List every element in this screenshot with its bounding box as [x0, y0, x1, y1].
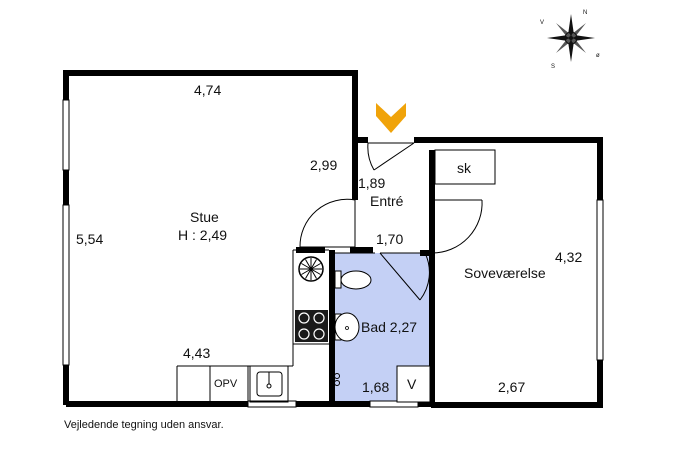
fan-blade [305, 259, 312, 270]
sink-outer [249, 365, 289, 403]
sink-drain-icon [266, 383, 272, 389]
compass-s: S [551, 64, 555, 70]
kitchen [209, 256, 328, 403]
fan-blade [310, 268, 321, 275]
dim-entre-width: 1,89 [358, 175, 385, 191]
stove-burner-icon [298, 328, 310, 340]
dishwasher-box [209, 365, 249, 403]
stove-burner-icon [313, 328, 325, 340]
window-stue-left-lower [62, 204, 70, 366]
dim-hall-width: 1,70 [376, 231, 403, 247]
dim-stue-left: 5,54 [76, 231, 103, 247]
fan-blade [301, 268, 312, 275]
doors [299, 142, 483, 301]
shower-tap-icon [334, 380, 340, 386]
room-stue-name: Stue [190, 209, 219, 225]
washer-label: V [407, 376, 417, 392]
bath-sink-drain-icon [345, 326, 349, 330]
room-stue-height: H : 2,49 [178, 227, 227, 243]
window-sove-right [596, 199, 604, 361]
room-entre-name: Entré [370, 193, 404, 209]
dishwasher-label: OPV [214, 378, 238, 390]
dim-kitchen-width: 4,43 [183, 345, 210, 361]
window-stue-left-upper [62, 99, 70, 171]
stove-burner-icon [298, 312, 310, 324]
fan-blade [305, 268, 312, 279]
stove [295, 310, 328, 342]
walls [63, 70, 603, 408]
compass-v: V [540, 20, 544, 26]
fan-icon [298, 256, 324, 282]
room-bad-name: Bad 2,27 [361, 319, 417, 335]
dim-sove-bottom: 2,67 [498, 379, 525, 395]
bath-sink-bowl [334, 312, 360, 342]
dim-entre-right: 2,99 [310, 157, 337, 173]
door-stue [299, 198, 356, 248]
room-sove-name: Soveværelse [464, 265, 546, 281]
dim-stue-top: 4,74 [194, 82, 221, 98]
toilet-bowl [340, 270, 372, 290]
compass-rose-icon [547, 14, 595, 62]
windows [62, 99, 604, 408]
washer-box [396, 365, 431, 403]
dim-bad-width: 1,68 [362, 379, 389, 395]
compass-o: ø [596, 53, 600, 59]
toilet-tank [334, 270, 342, 289]
bathroom-fixtures [334, 270, 431, 403]
compass-n: N [583, 10, 587, 16]
wardrobe-label: sk [457, 160, 472, 176]
stove-burner-icon [313, 312, 325, 324]
fan-blade [301, 263, 312, 270]
entrance-arrow-icon [376, 103, 406, 133]
fan-blade [310, 259, 317, 270]
door-bath [379, 252, 430, 301]
fan-blade [310, 263, 321, 270]
door-sove [431, 199, 483, 254]
window-kitchen-bottom [247, 400, 297, 408]
shower-tap-icon [334, 373, 340, 379]
fan-blade [310, 268, 317, 279]
wardrobe-box [434, 149, 496, 185]
dim-sove-right: 4,32 [555, 249, 582, 265]
window-bath-bottom [369, 400, 419, 408]
disclaimer-text: Vejledende tegning uden ansvar. [64, 419, 224, 431]
door-front [367, 142, 415, 171]
